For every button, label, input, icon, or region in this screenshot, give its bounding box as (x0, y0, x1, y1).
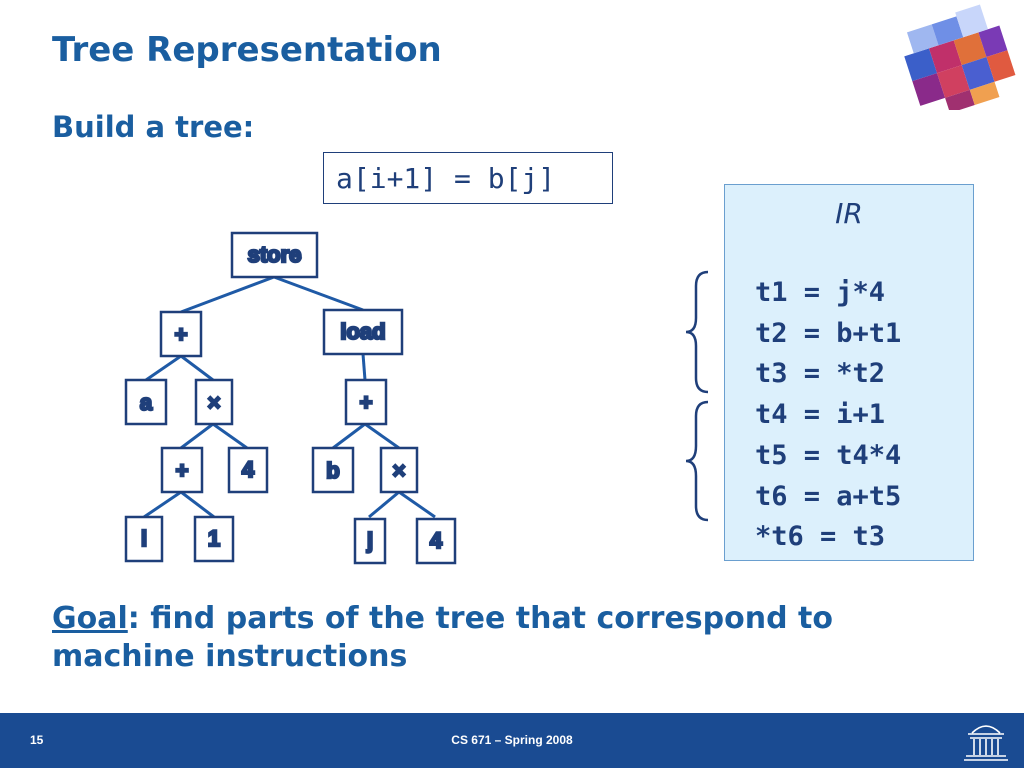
node-label: a (140, 390, 153, 415)
node-label: j (366, 528, 373, 553)
rotunda-logo-icon (964, 725, 1008, 761)
tree-node-a: a (124, 378, 168, 426)
edge-plus-a (145, 354, 182, 382)
node-label: 1 (208, 526, 220, 551)
tree-node-times-right: × (379, 446, 419, 494)
edge-times-j (368, 490, 400, 519)
footer-bar: 15 CS 671 – Spring 2008 (0, 713, 1024, 768)
tree-node-plus-right: + (344, 378, 388, 426)
node-label: 4 (430, 528, 443, 553)
ir-line: t1 = j*4 (755, 277, 886, 308)
ir-title: IR (835, 197, 863, 230)
node-label: × (208, 390, 221, 415)
tree-node-times: × (194, 378, 234, 426)
expression-box: a[i+1] = b[j] (323, 152, 613, 204)
tree-node-four-right: 4 (415, 517, 457, 565)
edge-load-plus (361, 353, 367, 381)
node-label: load (340, 319, 385, 344)
cube-logo-icon (904, 4, 1016, 110)
goal-text: : find parts of the tree that correspond… (52, 601, 833, 674)
node-label: × (393, 458, 406, 483)
goal-word: Goal (52, 601, 128, 636)
node-label: i (141, 526, 147, 551)
node-label: b (326, 458, 339, 483)
left-brace-icon (685, 400, 709, 522)
tree-node-b: b (311, 446, 355, 494)
edge-plus-times-right (364, 422, 400, 450)
node-label: + (360, 390, 373, 415)
tree-node-plus-inner: + (160, 446, 204, 494)
tree-node-plus: + (159, 310, 203, 358)
ir-line: t4 = i+1 (755, 399, 886, 430)
edge-plus-b (332, 422, 366, 450)
left-brace-icon (685, 270, 709, 394)
edge-store-load (273, 275, 364, 312)
ir-panel: IR t1 = j*4 t2 = b+t1 t3 = *t2 t4 = i+1 … (724, 184, 974, 561)
tree-node-four: 4 (227, 446, 269, 494)
edge-times-four (212, 422, 248, 450)
tree-node-j: j (353, 517, 387, 565)
node-label: + (175, 322, 188, 347)
edge-plus-i (143, 490, 182, 519)
course-label: CS 671 – Spring 2008 (451, 733, 573, 747)
slide-title: Tree Representation (52, 30, 442, 70)
edge-times-plus (180, 422, 214, 450)
slide-number: 15 (30, 733, 44, 747)
slide-subtitle: Build a tree: (52, 110, 255, 144)
node-label: + (176, 458, 189, 483)
node-label: store (248, 242, 302, 267)
edge-plus-one (180, 490, 215, 519)
edge-store-plus (180, 275, 275, 314)
node-label: 4 (242, 457, 255, 482)
tree-node-i: i (124, 515, 164, 563)
ir-line: t2 = b+t1 (755, 318, 902, 349)
edge-plus-times (180, 354, 214, 382)
ir-line: t5 = t4*4 (755, 440, 902, 471)
ir-line: t6 = a+t5 (755, 481, 902, 512)
edge-times-four-right (398, 490, 436, 519)
tree-node-one: 1 (193, 515, 235, 563)
ir-line: *t6 = t3 (755, 521, 886, 552)
tree-node-load: load (322, 308, 404, 356)
ir-line: t3 = *t2 (755, 358, 886, 389)
goal-statement: Goal: find parts of the tree that corres… (52, 600, 972, 676)
tree-edges (143, 275, 436, 519)
tree-node-store: store (230, 231, 319, 279)
